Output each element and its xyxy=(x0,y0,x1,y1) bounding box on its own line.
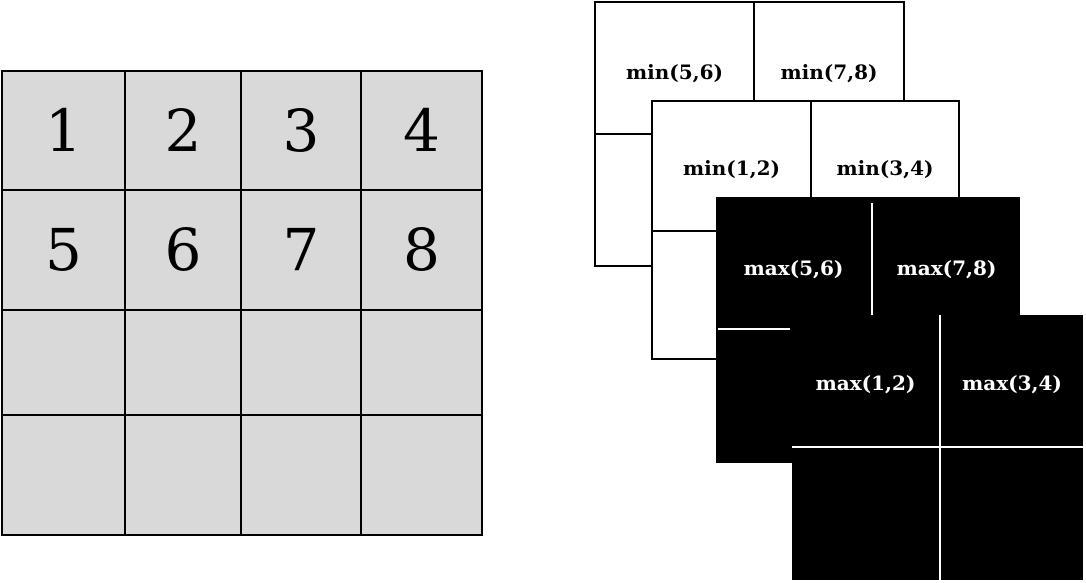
layer-divider xyxy=(718,328,790,330)
layer-divider xyxy=(753,3,755,103)
grid-cell-5: 5 xyxy=(45,216,82,284)
grid-cell-4: 4 xyxy=(403,96,440,165)
pooling-layer-max-top: max(1,2) max(3,4) xyxy=(792,315,1083,580)
grid-divider xyxy=(3,189,481,191)
grid-cell-8: 8 xyxy=(403,216,440,284)
layer-label: max(5,6) xyxy=(743,256,844,280)
layer-divider xyxy=(810,102,812,200)
grid-divider xyxy=(3,309,481,311)
layer-label: max(3,4) xyxy=(962,371,1062,395)
grid-divider xyxy=(360,72,362,534)
layer-label: min(3,4) xyxy=(836,156,934,180)
layer-label: max(7,8) xyxy=(896,256,997,280)
grid-cell-2: 2 xyxy=(164,96,202,165)
layer-divider xyxy=(792,446,1083,448)
grid-cell-1: 1 xyxy=(45,96,82,165)
grid-cell-3: 3 xyxy=(282,96,320,165)
layer-label: min(7,8) xyxy=(780,60,878,84)
grid-cell-7: 7 xyxy=(282,216,320,284)
layer-divider xyxy=(596,133,654,135)
layer-divider xyxy=(871,203,873,315)
grid-divider xyxy=(240,72,242,534)
layer-divider xyxy=(653,230,719,232)
grid-cell-6: 6 xyxy=(164,216,202,284)
layer-label: min(5,6) xyxy=(625,60,724,84)
grid-divider xyxy=(3,414,481,416)
input-grid: 1 2 3 4 5 6 7 8 xyxy=(1,70,483,536)
layer-label: max(1,2) xyxy=(815,371,916,395)
grid-divider xyxy=(124,72,126,534)
layer-label: min(1,2) xyxy=(682,156,781,180)
